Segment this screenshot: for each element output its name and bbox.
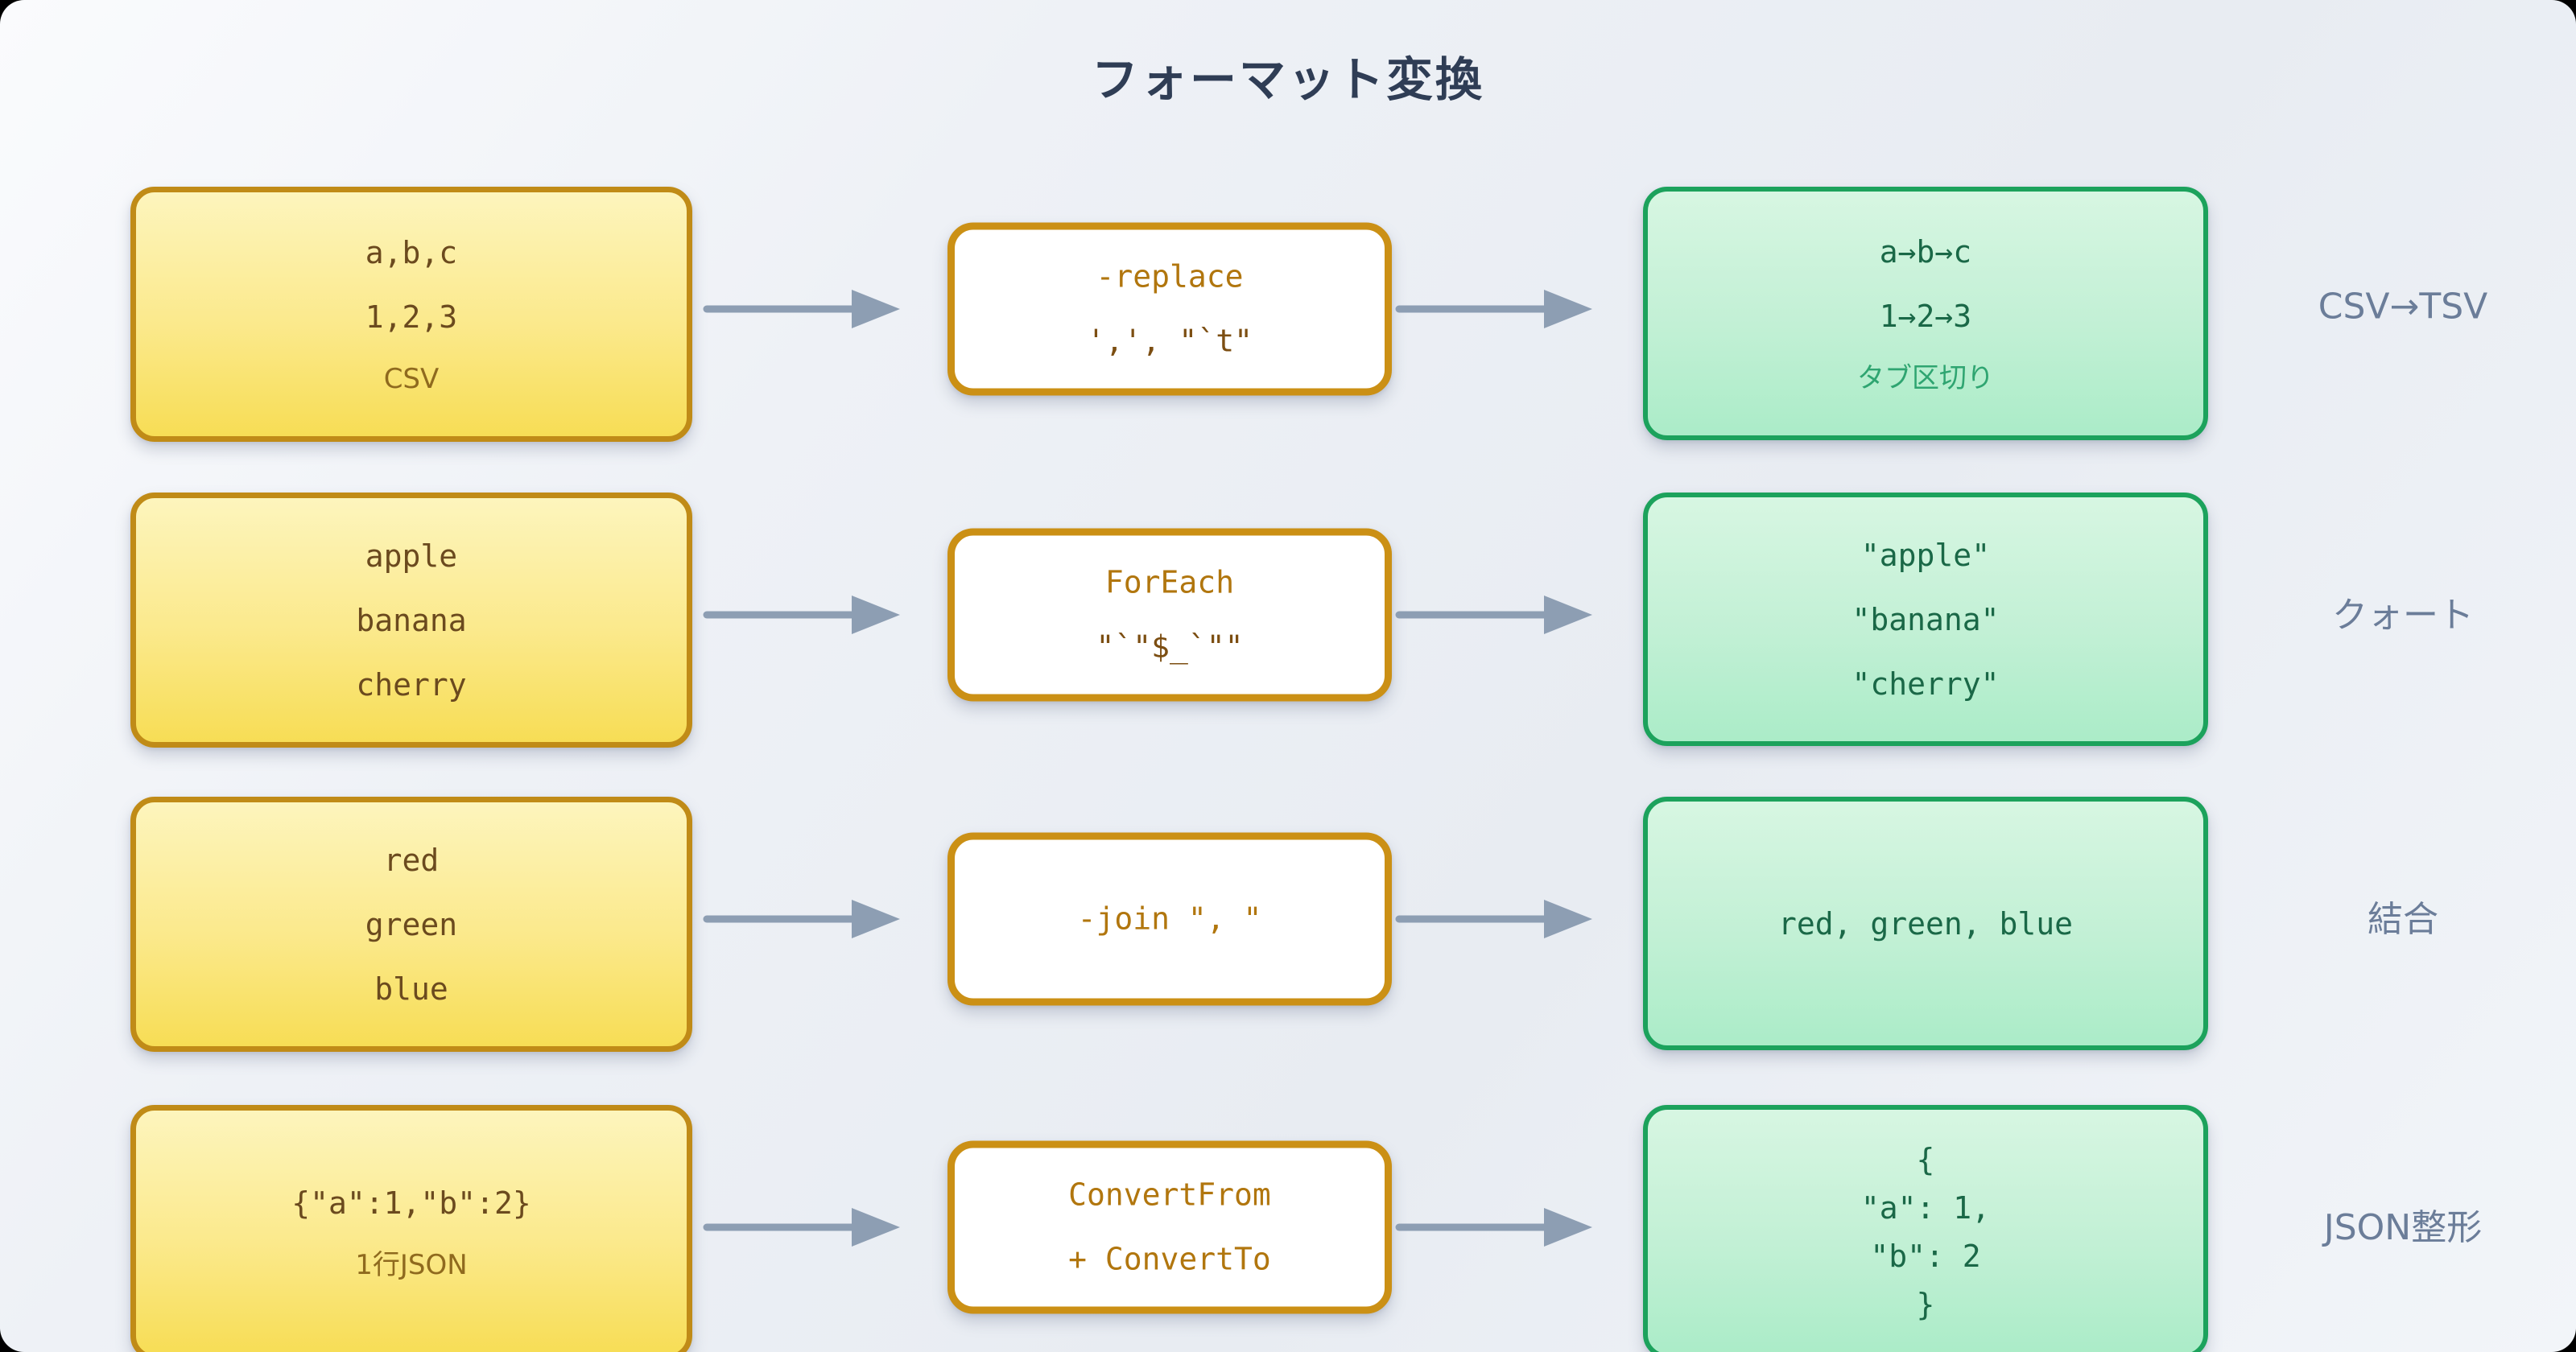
flow-row-join: red green blue -join ", " red, green, bl… [0, 797, 2576, 1052]
operation-box: -replace ',', "`t" [947, 222, 1392, 395]
code-line: -join ", " [1077, 901, 1262, 937]
input-box: red green blue [130, 797, 692, 1052]
code-line: 1→2→3 [1879, 298, 1972, 334]
code-line: ',', "`t" [1087, 323, 1253, 359]
format-sublabel: CSV [383, 362, 440, 395]
code-line: a→b→c [1879, 233, 1972, 270]
operation-box-content: -replace ',', "`t" [1087, 258, 1253, 360]
input-box-content: a,b,c 1,2,3 CSV [365, 234, 457, 395]
code-line: 1,2,3 [365, 299, 458, 335]
output-box: { "a": 1, "b": 2 } [1643, 1105, 2208, 1352]
format-sublabel: タブ区切り [1857, 361, 1994, 394]
code-line: a,b,c [365, 234, 458, 270]
input-box-content: apple banana cherry [356, 538, 466, 703]
code-line: -replace [1096, 258, 1244, 295]
output-box-content: "apple" "banana" "cherry" [1852, 537, 1999, 703]
row-label: CSV→TSV [2318, 285, 2488, 327]
right-arrow-icon [1394, 589, 1596, 641]
code-line: "a": 1, [1860, 1189, 1991, 1226]
right-arrow-icon [702, 283, 903, 335]
input-box-content: red green blue [365, 842, 457, 1008]
output-box: a→b→c 1→2→3 タブ区切り [1643, 187, 2208, 440]
input-box: apple banana cherry [130, 493, 692, 748]
code-line: green [365, 906, 458, 942]
code-line: { [1916, 1141, 1935, 1177]
input-box-content: {"a":1,"b":2} 1行JSON [291, 1185, 530, 1281]
right-arrow-icon [1394, 1202, 1596, 1253]
code-line: "b": 2 [1870, 1238, 1981, 1274]
operation-box: ForEach "`"$_`"" [947, 528, 1392, 701]
output-box-content: a→b→c 1→2→3 タブ区切り [1857, 233, 1994, 394]
flow-row-json-format: {"a":1,"b":2} 1行JSON ConvertFrom + Conve… [0, 1105, 2576, 1352]
row-label: クォート [2332, 594, 2474, 636]
flow-row-csv-tsv: a,b,c 1,2,3 CSV -replace ',', "`t" a→b→c… [0, 187, 2576, 442]
flow-row-quote: apple banana cherry ForEach "`"$_`"" "ap… [0, 493, 2576, 748]
output-box-content: { "a": 1, "b": 2 } [1861, 1141, 1990, 1323]
operation-box-content: ForEach "`"$_`"" [1096, 564, 1243, 666]
code-line: + ConvertTo [1068, 1241, 1271, 1277]
code-line: blue [374, 971, 448, 1007]
operation-box-content: ConvertFrom + ConvertTo [1068, 1177, 1271, 1278]
code-line: apple [365, 538, 458, 574]
code-line: "apple" [1860, 537, 1991, 573]
right-arrow-icon [1394, 283, 1596, 335]
code-line: ConvertFrom [1068, 1177, 1271, 1213]
right-arrow-icon [1394, 893, 1596, 945]
output-box-content: red, green, blue [1778, 905, 2073, 942]
right-arrow-icon [702, 1202, 903, 1253]
right-arrow-icon [702, 589, 903, 641]
code-line: {"a":1,"b":2} [291, 1185, 531, 1221]
code-line: red [383, 842, 440, 878]
operation-box: -join ", " [947, 832, 1392, 1005]
operation-box-content: -join ", " [1078, 901, 1262, 938]
code-line: "banana" [1852, 601, 2000, 637]
code-line: } [1916, 1286, 1935, 1322]
code-line: banana [356, 602, 467, 638]
output-box: red, green, blue [1643, 797, 2208, 1050]
output-box: "apple" "banana" "cherry" [1643, 493, 2208, 746]
page-title: フォーマット変換 [1091, 52, 1484, 107]
right-arrow-icon [702, 893, 903, 945]
row-label: JSON整形 [2323, 1206, 2483, 1248]
code-line: "`"$_`"" [1096, 629, 1244, 665]
code-line: red, green, blue [1777, 905, 2074, 942]
operation-box: ConvertFrom + ConvertTo [947, 1140, 1392, 1313]
code-line: ForEach [1104, 564, 1235, 600]
input-box: {"a":1,"b":2} 1行JSON [130, 1105, 692, 1352]
row-label: 結合 [2368, 898, 2438, 940]
code-line: cherry [356, 666, 467, 703]
input-box: a,b,c 1,2,3 CSV [130, 187, 692, 442]
code-line: "cherry" [1852, 666, 2000, 702]
format-sublabel: 1行JSON [355, 1248, 468, 1281]
